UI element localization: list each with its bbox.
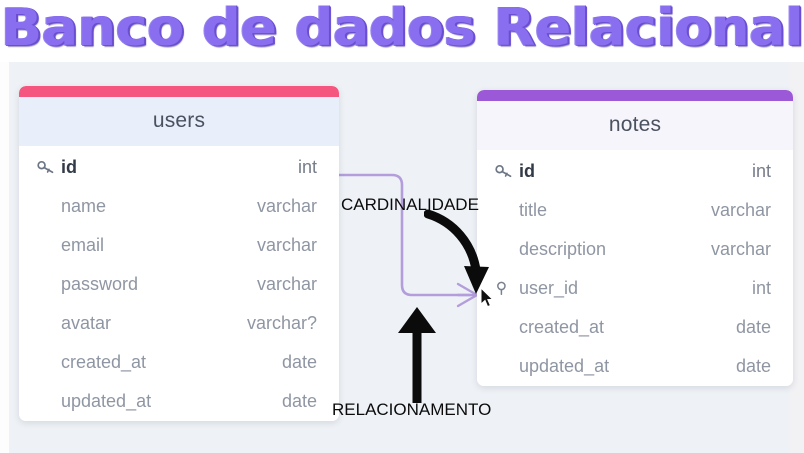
column-type: varchar xyxy=(256,235,317,255)
column-name: description xyxy=(519,239,607,259)
column-name: password xyxy=(61,274,139,294)
canvas-left-edge xyxy=(0,0,9,453)
curved-arrow-down-right-icon xyxy=(424,209,489,294)
column-type: date xyxy=(281,391,317,411)
table-row[interactable]: avatar varchar? xyxy=(19,304,339,343)
table-row[interactable]: password varchar xyxy=(19,265,339,304)
table-row[interactable]: updated_at date xyxy=(477,347,793,386)
page-title: Banco de dados Relacional xyxy=(0,0,804,58)
table-row[interactable]: created_at date xyxy=(19,343,339,382)
column-type: int xyxy=(297,157,317,177)
column-name: id xyxy=(519,161,535,181)
table-title-users: users xyxy=(19,97,339,146)
table-accent-bar-notes xyxy=(477,90,793,101)
column-name: title xyxy=(519,200,548,220)
column-type: date xyxy=(281,352,317,372)
table-title-notes: notes xyxy=(477,101,793,150)
table-row[interactable]: title varchar xyxy=(477,191,793,230)
table-row[interactable]: id int xyxy=(477,152,793,191)
table-row[interactable]: description varchar xyxy=(477,230,793,269)
column-type: int xyxy=(751,161,771,181)
column-name: updated_at xyxy=(61,391,152,411)
key-icon xyxy=(37,160,57,175)
column-name: name xyxy=(61,196,107,216)
column-type: varchar xyxy=(256,196,317,216)
table-row[interactable]: email varchar xyxy=(19,226,339,265)
table-columns-notes: id int title varchar description varchar… xyxy=(477,150,793,386)
table-row[interactable]: user_id int xyxy=(477,269,793,308)
column-name: created_at xyxy=(61,352,147,372)
er-table-notes[interactable]: notes id int title varchar description v… xyxy=(477,90,793,386)
column-type: varchar xyxy=(710,239,771,259)
table-row[interactable]: name varchar xyxy=(19,187,339,226)
table-columns-users: id int name varchar email varchar passwo… xyxy=(19,146,339,421)
straight-arrow-up-icon xyxy=(398,307,436,403)
column-type: int xyxy=(751,278,771,298)
mouse-cursor xyxy=(481,288,494,308)
column-type: varchar xyxy=(710,200,771,220)
table-row[interactable]: updated_at date xyxy=(19,382,339,421)
column-type: varchar? xyxy=(246,313,317,333)
column-name: updated_at xyxy=(519,356,610,376)
column-type: date xyxy=(735,356,771,376)
column-name: created_at xyxy=(519,317,605,337)
annotation-label-cardinalidade: CARDINALIDADE xyxy=(341,195,479,214)
canvas-right-edge xyxy=(790,0,804,453)
key-icon xyxy=(495,164,515,179)
table-row[interactable]: created_at date xyxy=(477,308,793,347)
table-accent-bar-users xyxy=(19,86,339,97)
table-row[interactable]: id int xyxy=(19,148,339,187)
column-name: avatar xyxy=(61,313,112,333)
annotation-label-relacionamento: RELACIONAMENTO xyxy=(332,400,492,419)
column-name: user_id xyxy=(519,278,579,298)
column-name: email xyxy=(61,235,105,255)
foreign-key-icon xyxy=(495,281,515,296)
relationship-connector xyxy=(328,173,479,308)
column-type: date xyxy=(735,317,771,337)
column-name: id xyxy=(61,157,77,177)
title-banner: Banco de dados Relacional xyxy=(0,0,804,62)
er-table-users[interactable]: users id int name varchar email varchar xyxy=(19,86,339,421)
column-type: varchar xyxy=(256,274,317,294)
